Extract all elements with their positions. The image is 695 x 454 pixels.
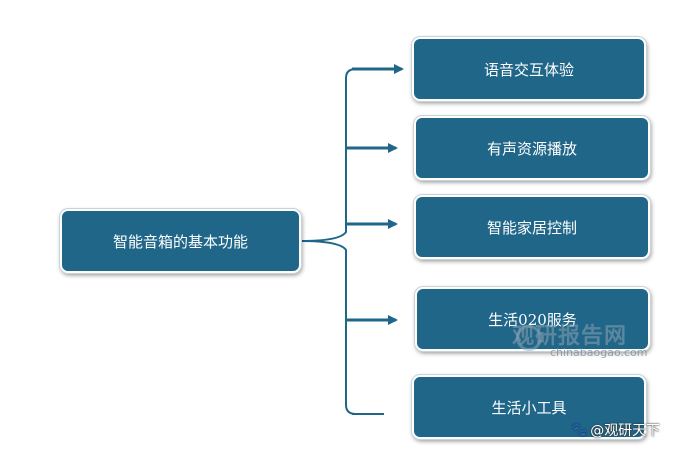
- child-node-voice-interaction: 语音交互体验: [412, 37, 646, 101]
- child-node-label: 智能家居控制: [486, 218, 577, 237]
- root-node: 智能音箱的基本功能: [60, 209, 301, 273]
- child-node-life-tools: 生活小工具: [412, 375, 646, 439]
- child-node-audio-playback: 有声资源播放: [414, 116, 650, 180]
- child-node-label: 有声资源播放: [486, 139, 577, 158]
- trunk-line: [300, 68, 357, 242]
- watermark-emblem-icon: [516, 325, 542, 351]
- root-node-label: 智能音箱的基本功能: [112, 232, 248, 251]
- paw-icon: 🐾: [571, 422, 588, 438]
- trunk-line-lower: [300, 240, 357, 415]
- credit-text: @观研天下: [590, 423, 661, 439]
- watermark-brand: 观研报告网: [512, 324, 628, 349]
- child-node-label: 生活小工具: [491, 398, 567, 417]
- watermark-url: chinabaogao.com: [550, 346, 648, 359]
- child-node-label: 语音交互体验: [483, 60, 574, 79]
- credit-label: 🐾 @观研天下: [571, 420, 660, 440]
- child-node-label: 生活020服务: [488, 310, 577, 329]
- child-node-smart-home-control: 智能家居控制: [414, 195, 650, 259]
